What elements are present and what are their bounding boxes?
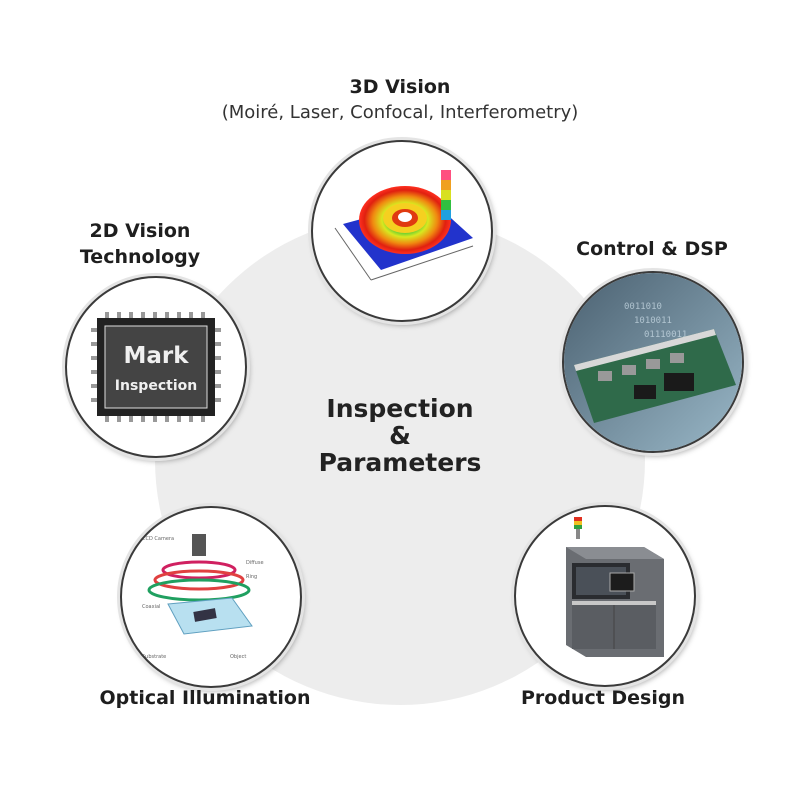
chip-icon: Mark Inspection xyxy=(91,312,221,422)
svg-text:Object: Object xyxy=(230,654,246,660)
node-2d-vision: Mark Inspection xyxy=(65,276,247,458)
svg-text:01110011: 01110011 xyxy=(644,330,687,340)
label-2d-vision-line2: Technology xyxy=(79,246,201,268)
label-product-design-title: Product Design xyxy=(520,687,686,709)
label-3d-vision: 3D Vision (Moiré, Laser, Confocal, Inter… xyxy=(150,74,650,126)
svg-text:Diffuse: Diffuse xyxy=(246,560,264,566)
center-line-2: & xyxy=(389,421,411,450)
label-2d-vision-line1: 2D Vision xyxy=(89,220,191,242)
center-line-3: Parameters xyxy=(318,448,482,477)
svg-text:Substrate: Substrate xyxy=(142,654,166,660)
svg-text:Coaxial: Coaxial xyxy=(142,604,160,610)
svg-text:Ring: Ring xyxy=(246,574,257,580)
circuit-board-icon: 0011010 1010011 01110011 xyxy=(564,273,742,451)
label-2d-vision: 2D Vision Technology xyxy=(55,218,225,270)
label-control-dsp-title: Control & DSP xyxy=(576,238,728,260)
center-title: Inspection & Parameters xyxy=(250,395,550,476)
svg-text:0011010: 0011010 xyxy=(624,302,662,312)
node-control-dsp: 0011010 1010011 01110011 xyxy=(562,271,744,453)
svg-text:CCD Camera: CCD Camera xyxy=(142,536,174,542)
inspection-machine-icon xyxy=(566,517,664,657)
center-line-1: Inspection xyxy=(326,394,474,423)
label-3d-vision-subtitle: (Moiré, Laser, Confocal, Interferometry) xyxy=(221,102,579,123)
label-control-dsp: Control & DSP xyxy=(552,236,752,262)
label-product-design: Product Design xyxy=(504,685,702,711)
node-product-design xyxy=(514,505,696,687)
label-3d-vision-title: 3D Vision xyxy=(349,76,451,98)
illumination-diagram-icon: CCD Camera Diffuse Ring Coaxial Substrat… xyxy=(142,534,264,660)
svg-text:1010011: 1010011 xyxy=(634,316,672,326)
node-optical: CCD Camera Diffuse Ring Coaxial Substrat… xyxy=(120,506,302,688)
chip-text-2: Inspection xyxy=(115,378,197,394)
label-optical: Optical Illumination xyxy=(85,685,325,711)
label-optical-title: Optical Illumination xyxy=(99,687,311,709)
chip-text-1: Mark xyxy=(123,343,189,369)
height-map-icon xyxy=(334,170,474,281)
node-3d-vision xyxy=(311,140,493,322)
